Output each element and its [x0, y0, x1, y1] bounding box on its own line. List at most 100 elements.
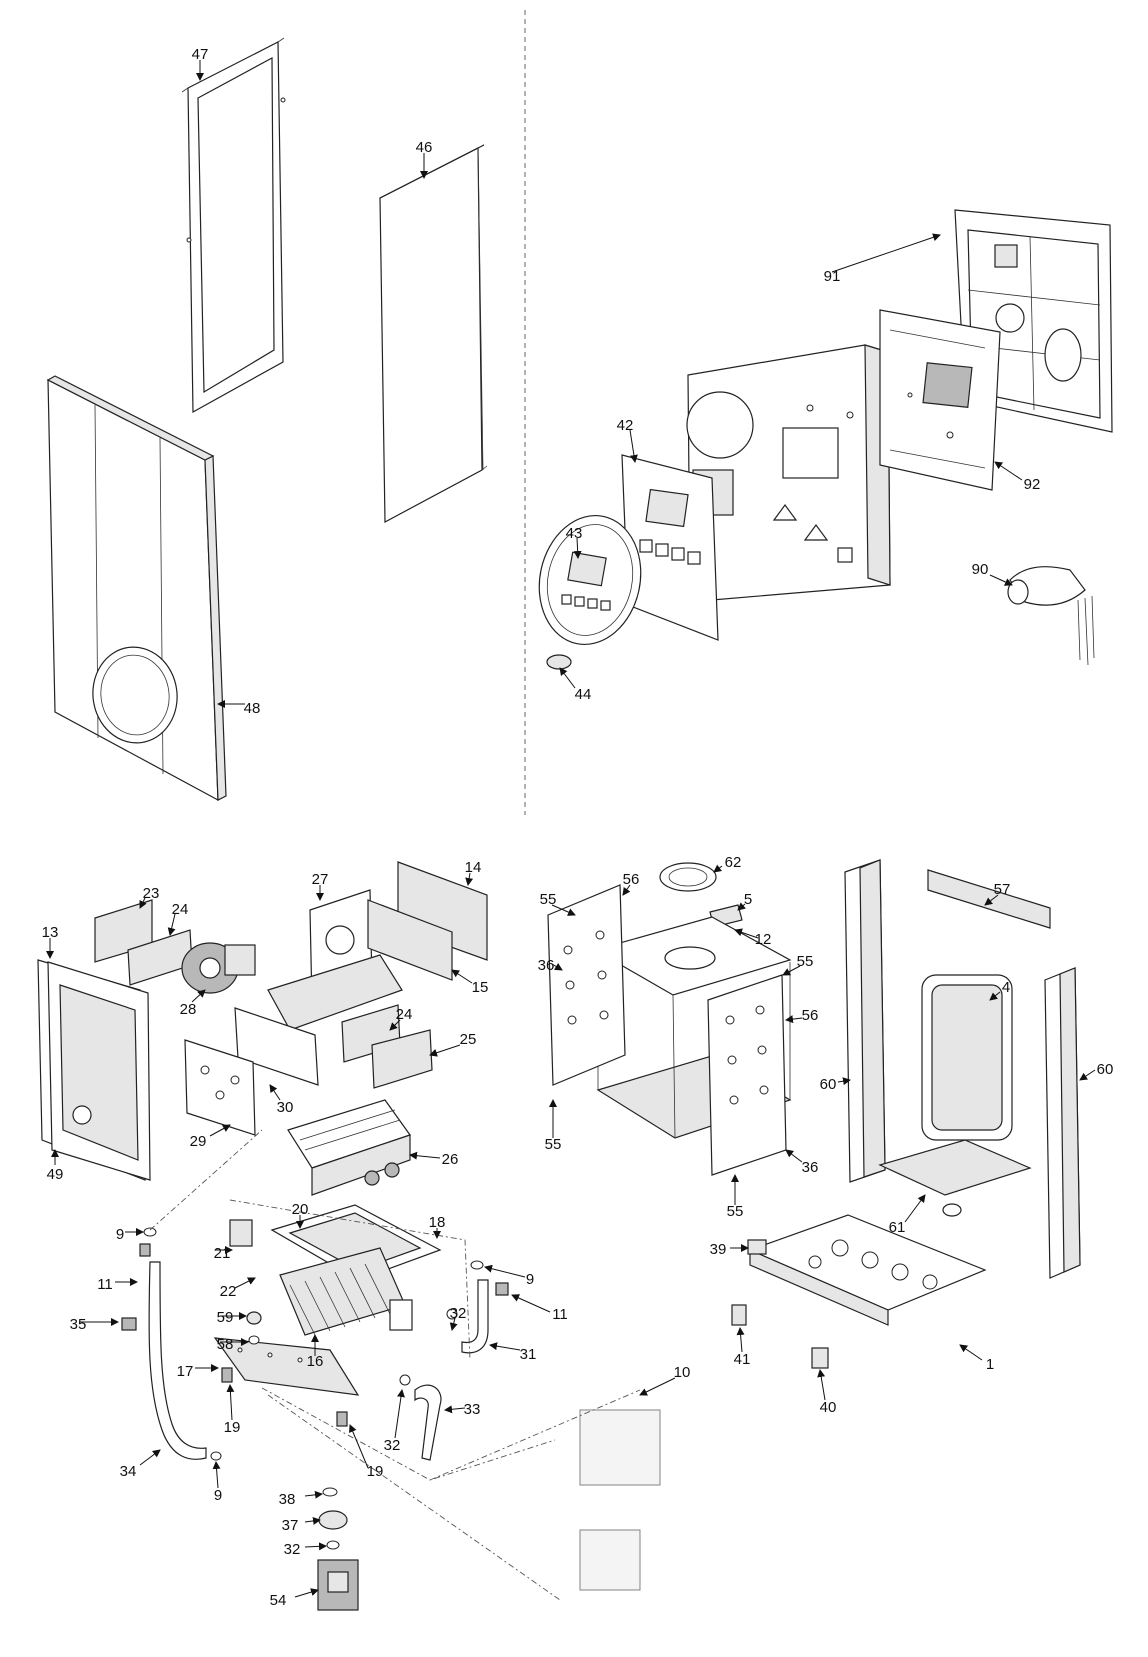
leader-line-15 [451, 969, 473, 984]
callout-label-36b: 36 [802, 1159, 819, 1176]
callout-label-55a: 55 [540, 891, 557, 908]
leader-line-1 [959, 1344, 983, 1361]
callout-label-24a: 24 [172, 901, 189, 918]
leader-line-19a [226, 1384, 235, 1421]
top-ring-62 [659, 862, 717, 892]
leader-line-62 [713, 864, 723, 873]
callout-label-62: 62 [725, 854, 742, 871]
tray-61 [878, 1139, 1032, 1217]
leader-line-11b [511, 1294, 551, 1313]
callout-label-90: 90 [972, 561, 989, 578]
callout-label-4: 4 [1002, 979, 1010, 996]
front-bezel-43 [538, 514, 642, 646]
callout-label-56b: 56 [802, 1007, 819, 1024]
control-box-91 [686, 344, 891, 601]
callout-label-42: 42 [617, 417, 634, 434]
leader-line-4 [989, 991, 1001, 1001]
manifold-17 [213, 1337, 360, 1396]
burner-frame-20 [270, 1204, 442, 1281]
callout-label-58: 58 [217, 1336, 234, 1353]
leader-line-90 [989, 574, 1013, 586]
callout-label-37: 37 [282, 1517, 299, 1534]
leader-line-9b [484, 1264, 526, 1278]
clip-39 [747, 1239, 767, 1255]
bracket-57 [927, 869, 1051, 929]
callout-label-46: 46 [416, 139, 433, 156]
callout-label-21: 21 [214, 1245, 231, 1262]
callout-label-12: 12 [755, 931, 772, 948]
leader-line-40 [817, 1369, 826, 1401]
leader-line-61 [904, 1194, 926, 1223]
callout-label-22: 22 [220, 1283, 237, 1300]
leader-line-24b [389, 1019, 401, 1031]
callout-label-10: 10 [674, 1364, 691, 1381]
pump-stack-38-37-54 [317, 1487, 359, 1611]
leader-line-22 [234, 1277, 256, 1289]
callout-label-13: 13 [42, 924, 59, 941]
front-cover-48 [46, 375, 227, 802]
pipe-33 [414, 1384, 442, 1461]
callout-label-55b: 55 [797, 953, 814, 970]
callout-label-27: 27 [312, 871, 329, 888]
side-plate-36a [547, 884, 626, 1086]
leader-line-14 [465, 872, 474, 886]
rail-60a [844, 859, 886, 1183]
panel-29 [184, 1039, 256, 1136]
burner-16 [279, 1247, 413, 1336]
side-panel-46 [379, 144, 488, 523]
expansion-vessel-4 [921, 974, 1013, 1141]
sensor-90 [1007, 566, 1095, 666]
hood-27 [267, 889, 403, 1031]
centerline [149, 1129, 641, 1601]
leader-line-57 [984, 894, 999, 906]
leader-line-23 [139, 897, 147, 909]
callout-label-61: 61 [889, 1219, 906, 1236]
small-fittings [121, 1227, 509, 1461]
leader-line-56b [785, 1015, 803, 1024]
callout-label-91: 91 [824, 268, 841, 285]
callout-label-9b: 9 [526, 1271, 534, 1288]
callout-label-28: 28 [180, 1001, 197, 1018]
callout-label-59: 59 [217, 1309, 234, 1326]
leader-line-28 [191, 989, 206, 1003]
side-panel-47 [181, 37, 286, 414]
pipe-34 [148, 1261, 207, 1460]
leader-line-36b [785, 1149, 803, 1163]
leader-line-5 [737, 902, 746, 911]
base-plate-1 [748, 1214, 987, 1326]
callout-label-40: 40 [820, 1399, 837, 1416]
clip-41 [731, 1304, 747, 1326]
pipe-31 [461, 1279, 489, 1354]
sealed-chamber-13-49 [37, 959, 151, 1181]
fan-28 [181, 942, 256, 994]
callout-label-9a: 9 [116, 1226, 124, 1243]
callout-label-16: 16 [307, 1353, 324, 1370]
callout-label-57: 57 [994, 881, 1011, 898]
callout-label-60b: 60 [1097, 1061, 1114, 1078]
callout-label-11b: 11 [552, 1306, 568, 1323]
callout-label-55d: 55 [727, 1203, 744, 1220]
callout-label-33: 33 [464, 1401, 481, 1418]
callout-label-32b: 32 [384, 1437, 401, 1454]
callout-label-24b: 24 [396, 1006, 413, 1023]
leader-line-55b [782, 965, 801, 976]
panel-30 [234, 1007, 319, 1086]
leader-line-38 [304, 1490, 323, 1499]
leader-line-55a [551, 904, 576, 916]
callout-label-55c: 55 [545, 1136, 562, 1153]
callout-label-36a: 36 [538, 957, 555, 974]
callout-label-17: 17 [177, 1363, 194, 1380]
callout-label-18: 18 [429, 1214, 446, 1231]
leader-line-43 [573, 537, 582, 559]
leader-line-31 [489, 1342, 521, 1351]
callout-label-32a: 32 [450, 1305, 467, 1322]
callout-label-41: 41 [734, 1351, 751, 1368]
callout-label-23: 23 [143, 885, 160, 902]
callout-label-20: 20 [292, 1201, 309, 1218]
leader-line-19b [349, 1424, 369, 1469]
clip-40 [811, 1347, 829, 1369]
leader-line-56a [622, 884, 631, 896]
callout-label-48: 48 [244, 700, 261, 717]
pcb-board-92 [879, 309, 1001, 491]
